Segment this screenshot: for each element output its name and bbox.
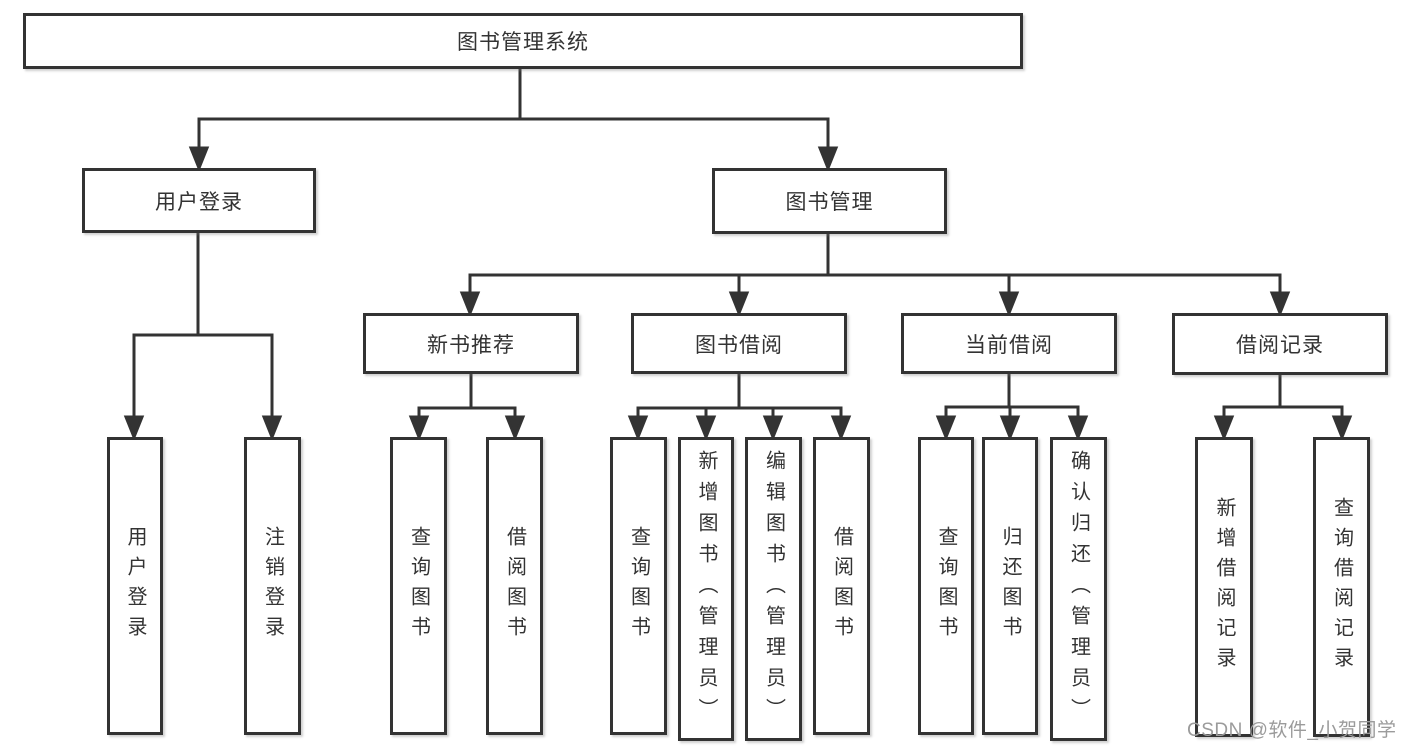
leaf-label: 确认归还（管理员） (1067, 449, 1090, 729)
leaf-user-login: 用户登录 (107, 437, 163, 735)
leaf-add-borrow-record: 新增借阅记录 (1195, 437, 1253, 737)
leaf-label: 借阅图书 (830, 526, 853, 646)
leaf-borrow-book-recommend: 借阅图书 (486, 437, 543, 735)
leaf-add-book-admin: 新增图书（管理员） (678, 437, 734, 741)
connector-user-login-to-leaves (123, 231, 283, 442)
leaf-confirm-return-admin: 确认归还（管理员） (1050, 437, 1107, 741)
connector-borrow-record-to-leaves (1213, 373, 1353, 442)
node-user-login: 用户登录 (82, 168, 316, 233)
leaf-label: 查询借阅记录 (1330, 497, 1353, 677)
node-library-management-system: 图书管理系统 (23, 13, 1023, 69)
node-borrow-records: 借阅记录 (1172, 313, 1388, 375)
leaf-label: 新增图书（管理员） (695, 449, 717, 729)
leaf-label: 归还图书 (999, 526, 1021, 646)
leaf-label: 编辑图书（管理员） (762, 449, 785, 729)
leaf-label: 用户登录 (124, 526, 146, 646)
leaf-query-borrow-record: 查询借阅记录 (1313, 437, 1370, 737)
leaf-query-book-borrow: 查询图书 (610, 437, 667, 735)
leaf-edit-book-admin: 编辑图书（管理员） (745, 437, 802, 741)
connector-root-to-level2 (188, 67, 839, 173)
leaf-label: 借阅图书 (503, 526, 526, 646)
connector-new-book-to-leaves (408, 372, 526, 442)
leaf-label: 注销登录 (261, 526, 284, 646)
leaf-label: 查询图书 (407, 526, 430, 646)
node-new-book-recommend: 新书推荐 (363, 313, 579, 374)
node-current-borrow: 当前借阅 (901, 313, 1117, 374)
leaf-logout: 注销登录 (244, 437, 301, 735)
leaf-borrow-book: 借阅图书 (813, 437, 870, 735)
connector-book-borrow-to-leaves (627, 372, 852, 442)
csdn-watermark: CSDN @软件_小贺同学 (1187, 720, 1397, 741)
connector-current-borrow-to-leaves (935, 372, 1089, 442)
node-book-borrow: 图书借阅 (631, 313, 847, 374)
node-book-management: 图书管理 (712, 168, 947, 234)
leaf-query-book-recommend: 查询图书 (390, 437, 447, 735)
leaf-query-book-current: 查询图书 (918, 437, 974, 735)
leaf-label: 查询图书 (627, 526, 650, 646)
leaf-label: 查询图书 (935, 526, 957, 646)
leaf-return-book: 归还图书 (982, 437, 1038, 735)
leaf-label: 新增借阅记录 (1213, 497, 1235, 677)
connector-book-mgmt-to-level3 (459, 232, 1291, 318)
